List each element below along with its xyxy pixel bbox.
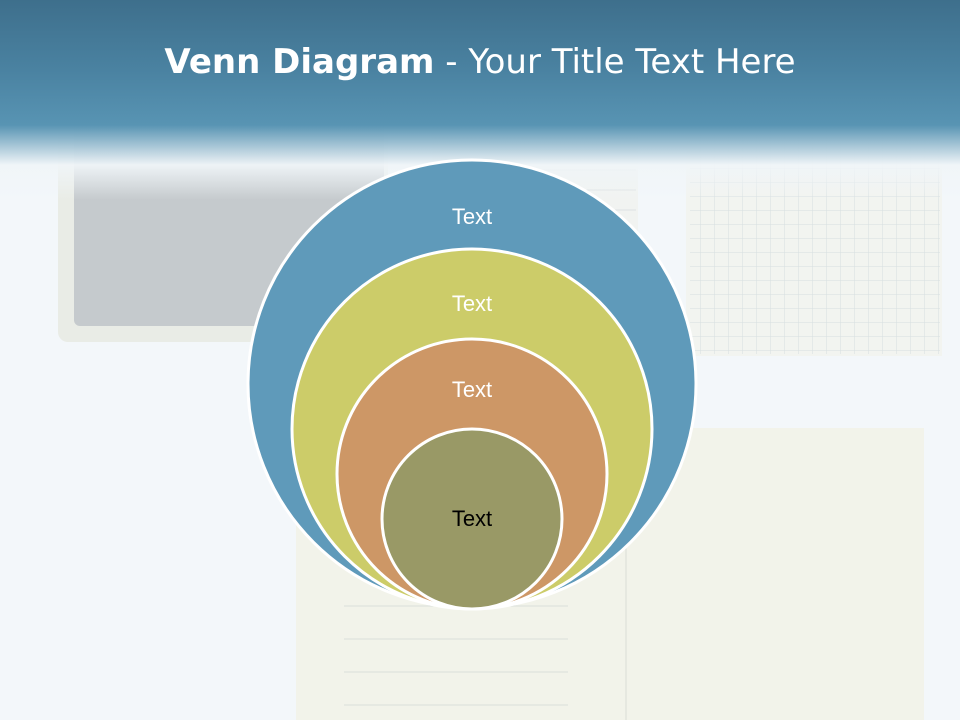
circle-second-label: Text (452, 291, 492, 316)
circle-third-label: Text (452, 377, 492, 402)
circle-outer-label: Text (452, 204, 492, 229)
title-rest: - Your Title Text Here (434, 42, 796, 82)
circle-inner-label: Text (452, 506, 492, 531)
title-bold: Venn Diagram (164, 42, 435, 82)
circle-inner (380, 427, 564, 611)
slide-title: Venn Diagram - Your Title Text Here (0, 38, 960, 86)
